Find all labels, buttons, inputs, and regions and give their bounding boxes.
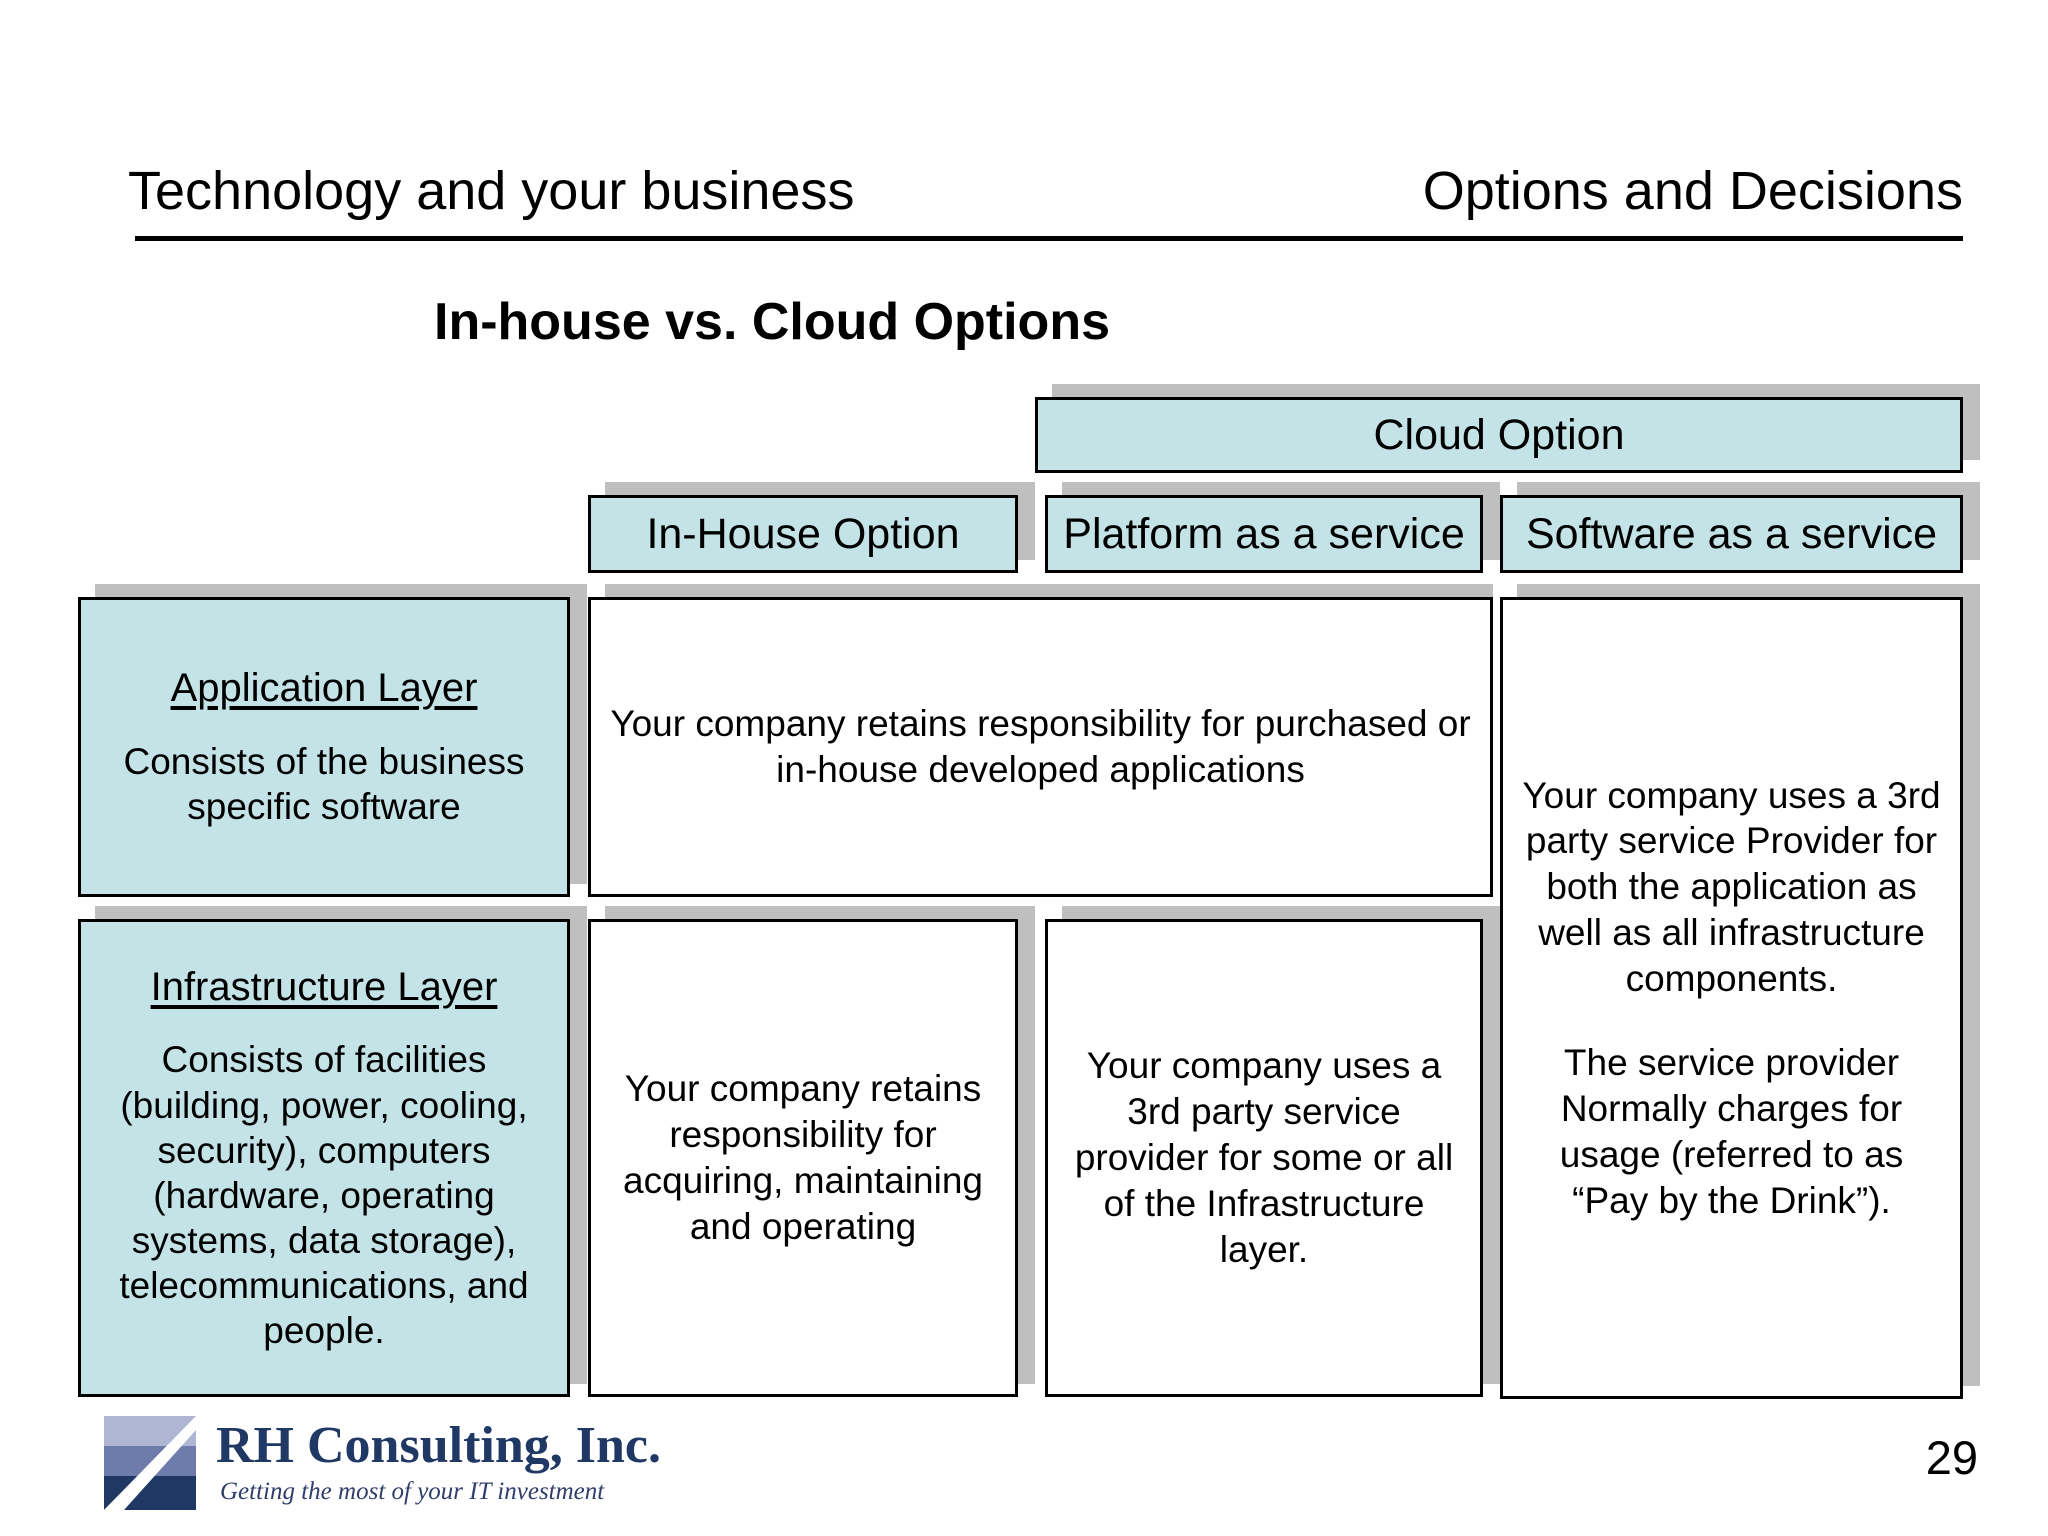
cell-infrastructure-paas-text: Your company uses a 3rd party service pr… — [1074, 1045, 1454, 1270]
column-header-in-house[interactable]: In-House Option — [588, 495, 1018, 573]
page-number: 29 — [1925, 1431, 1978, 1484]
rh-consulting-mark-icon — [100, 1414, 200, 1514]
group-header-cloud-option[interactable]: Cloud Option — [1035, 397, 1963, 473]
application-layer-description: Consists of the business specific softwa… — [123, 741, 525, 828]
logo-company-name: RH Consulting, Inc. — [216, 1417, 661, 1474]
column-header-platform-as-a-service-label: Platform as a service — [1063, 509, 1465, 558]
page-title-text: In-house vs. Cloud Options — [434, 293, 1110, 351]
column-header-software-as-a-service-label: Software as a service — [1525, 509, 1938, 558]
cell-infrastructure-in-house-text: Your company retains responsibility for … — [623, 1068, 983, 1247]
column-header-platform-as-a-service[interactable]: Platform as a service — [1045, 495, 1483, 573]
cell-infrastructure-platform-as-a-service[interactable]: Your company uses a 3rd party service pr… — [1045, 919, 1483, 1397]
application-layer-title: Application Layer — [170, 666, 478, 711]
header-right-title: Options and Decisions — [1422, 161, 1963, 221]
infrastructure-layer-description: Consists of facilities (building, power,… — [119, 1039, 529, 1352]
cell-saas-paragraph-1: Your company uses a 3rd party service Pr… — [1522, 774, 1941, 1000]
group-header-cloud-option-label: Cloud Option — [1373, 410, 1625, 459]
logo-tagline: Getting the most of your IT investment — [220, 1478, 605, 1505]
row-header-application-layer[interactable]: Application Layer Consists of the busine… — [78, 597, 570, 897]
infrastructure-layer-title: Infrastructure Layer — [150, 964, 498, 1009]
cell-infrastructure-in-house[interactable]: Your company retains responsibility for … — [588, 919, 1018, 1397]
cell-software-as-a-service-span[interactable]: Your company uses a 3rd party service Pr… — [1500, 597, 1963, 1399]
page-title: In-house vs. Cloud Options — [0, 292, 2048, 352]
header-divider-rule — [135, 236, 1963, 241]
cell-application-in-house[interactable]: Your company retains responsibility for … — [588, 597, 1493, 897]
cell-application-in-house-text: Your company retains responsibility for … — [610, 703, 1471, 790]
column-header-in-house-label: In-House Option — [646, 509, 960, 558]
header-left-title: Technology and your business — [128, 161, 855, 221]
cell-saas-paragraph-2: The service provider Normally charges fo… — [1559, 1041, 1904, 1221]
column-header-software-as-a-service[interactable]: Software as a service — [1500, 495, 1963, 573]
row-header-infrastructure-layer[interactable]: Infrastructure Layer Consists of facilit… — [78, 919, 570, 1397]
company-logo: RH Consulting, Inc. Getting the most of … — [100, 1412, 661, 1524]
